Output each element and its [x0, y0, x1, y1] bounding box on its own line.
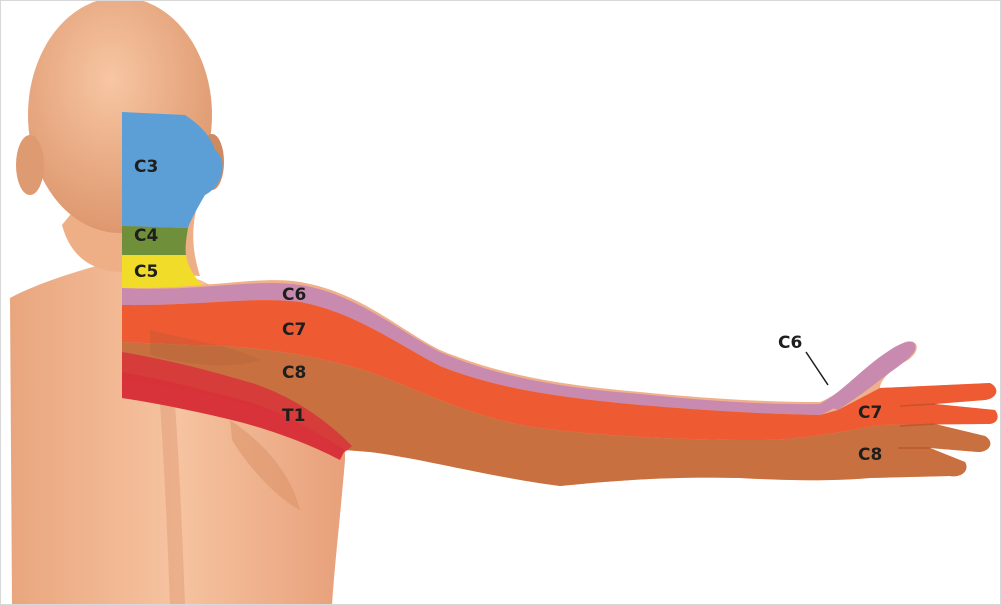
label-c6-thumb: C6 — [778, 333, 802, 353]
c6-thumb-pointer — [806, 352, 828, 385]
label-c5: C5 — [134, 262, 158, 282]
label-c7-arm: C7 — [282, 320, 306, 340]
label-c6-shoulder: C6 — [282, 285, 306, 305]
label-c7-hand: C7 — [858, 403, 882, 423]
label-c8-arm: C8 — [282, 363, 306, 383]
label-c8-hand: C8 — [858, 445, 882, 465]
left-ear — [16, 135, 44, 195]
label-c4: C4 — [134, 226, 158, 246]
label-t1: T1 — [282, 406, 305, 426]
label-c3: C3 — [134, 157, 158, 177]
